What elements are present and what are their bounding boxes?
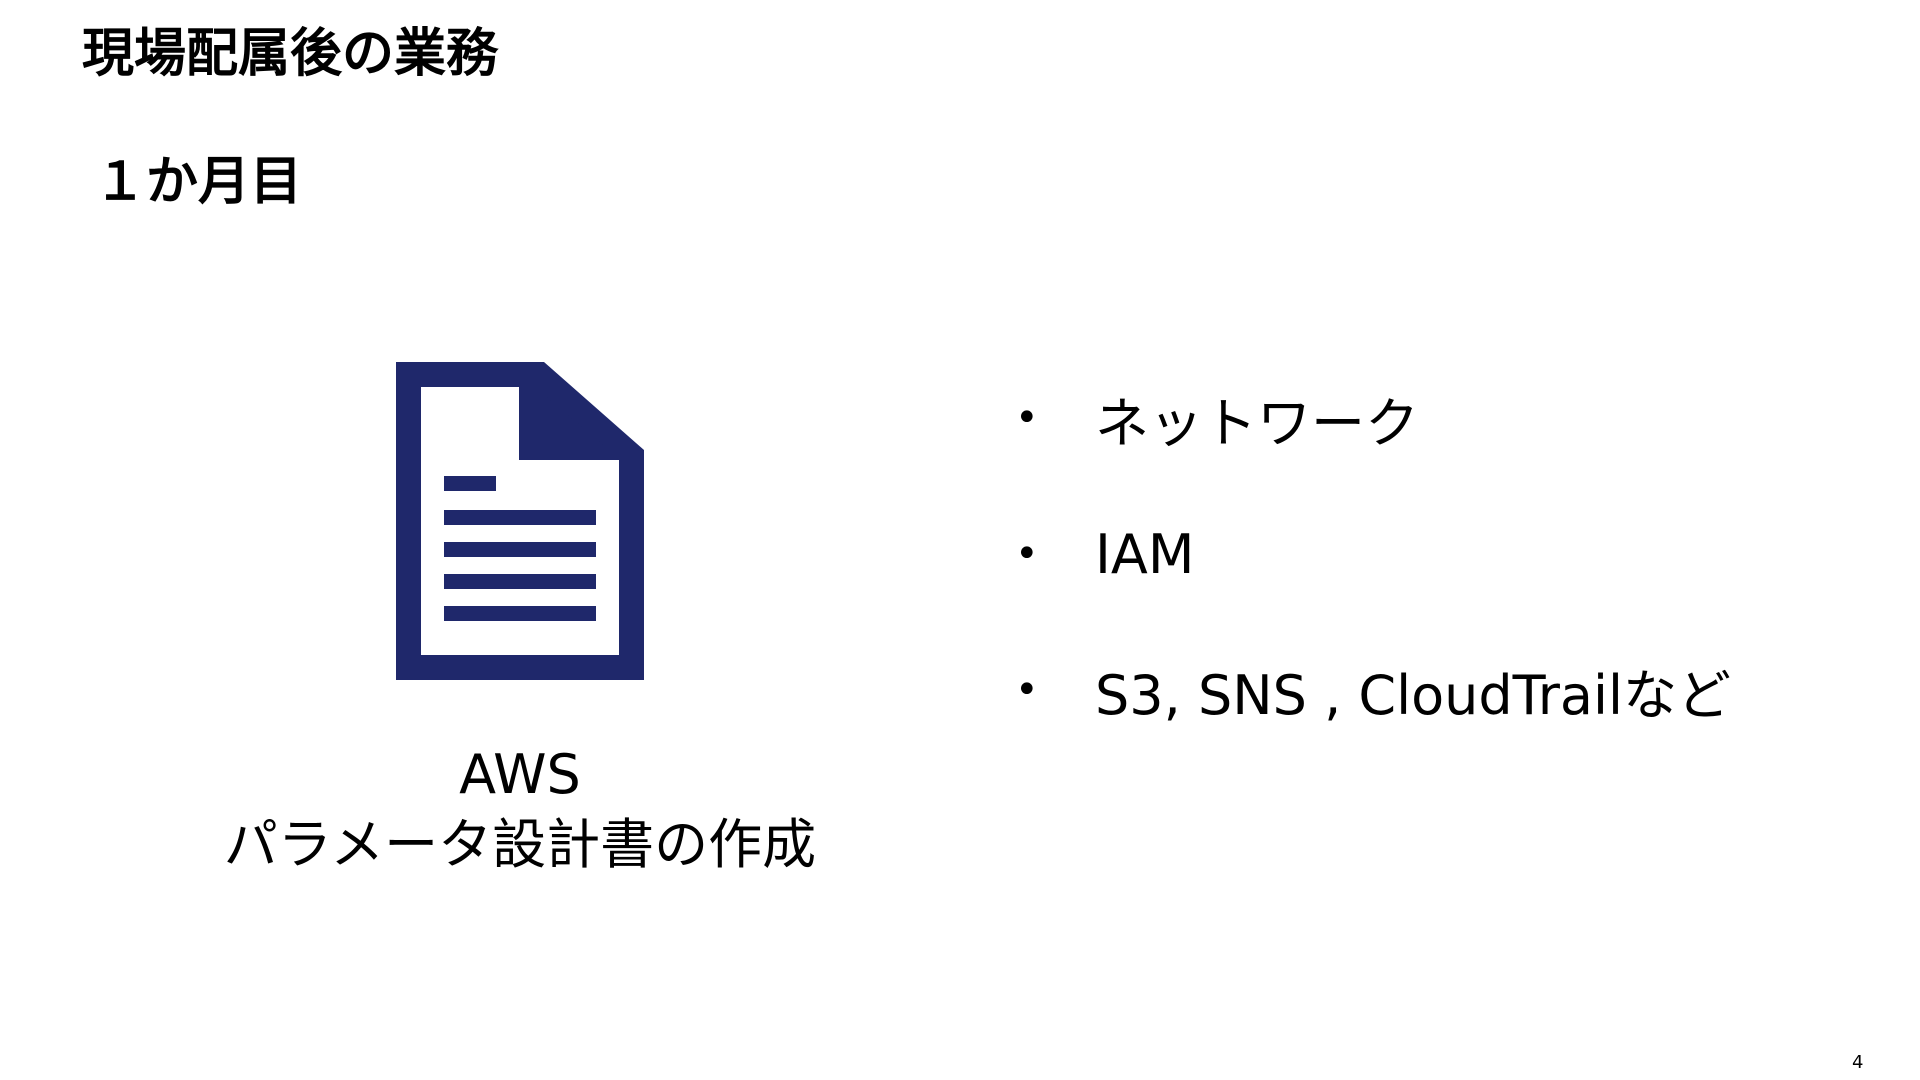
bullet-text: S3, SNS , CloudTrailなど (1095, 663, 1732, 727)
caption-line-aws: AWS (459, 743, 581, 806)
document-icon-line-short (444, 476, 496, 491)
slide-title: 現場配属後の業務 (82, 24, 499, 84)
caption-line-title: パラメータ設計書の作成 (223, 813, 817, 877)
document-icon-fold (544, 395, 606, 447)
bullet-item-services: • S3, SNS , CloudTrailなど (1015, 662, 1731, 727)
bullet-marker: • (1015, 531, 1039, 577)
bullet-item-network: • ネットワーク (1015, 390, 1731, 455)
bullet-list: • ネットワーク • IAM • S3, SNS , CloudTrailなど (1015, 390, 1731, 798)
bullet-marker: • (1015, 667, 1039, 713)
slide-subtitle: １か月目 (94, 152, 303, 212)
bullet-marker: • (1015, 395, 1039, 441)
bullet-text: IAM (1095, 522, 1195, 586)
bullet-item-iam: • IAM (1015, 523, 1731, 586)
page-number: 4 (1852, 1052, 1864, 1073)
document-icon-line (444, 510, 596, 525)
document-icon-line (444, 606, 596, 621)
document-icon (396, 362, 644, 680)
icon-caption: AWS パラメータ設計書の作成 (150, 740, 890, 880)
document-icon-line (444, 542, 596, 557)
document-icon-line (444, 574, 596, 589)
bullet-text: ネットワーク (1095, 391, 1419, 455)
